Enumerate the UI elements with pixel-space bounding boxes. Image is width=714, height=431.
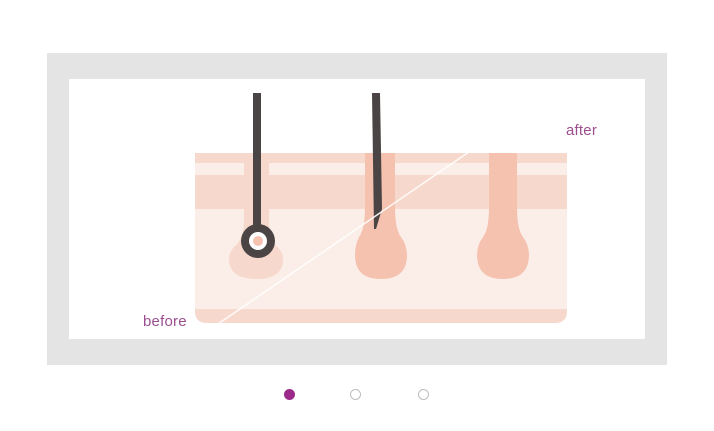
carousel-dot-2[interactable]: [350, 389, 361, 400]
carousel-frame: after before: [47, 53, 667, 365]
hair-removal-diagram: [195, 93, 567, 338]
carousel-dot-1[interactable]: [284, 389, 295, 400]
hair-shaft-2: [372, 93, 382, 229]
carousel-dot-3[interactable]: [418, 389, 429, 400]
follicle-2: [355, 153, 407, 279]
before-after-divider: [198, 118, 518, 338]
slide-panel: after before: [69, 79, 645, 339]
carousel-pagination: [0, 389, 714, 403]
hair-shaft-1: [253, 93, 261, 229]
after-label: after: [566, 122, 598, 139]
follicle-3: [477, 153, 529, 279]
before-label: before: [143, 313, 187, 330]
hair-bulb-1-papilla: [253, 236, 263, 246]
